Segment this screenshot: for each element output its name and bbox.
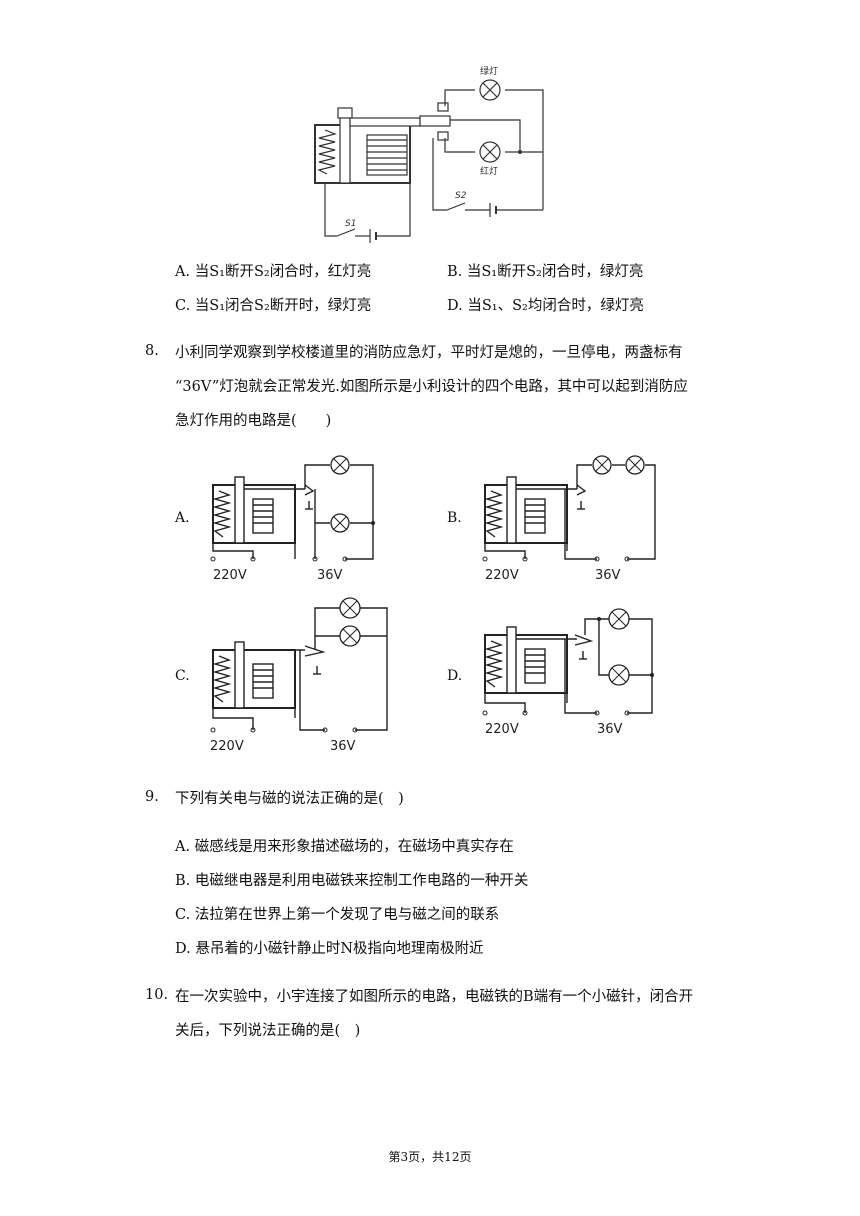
q8-option-d-letter: D. xyxy=(447,668,463,684)
q8-stem-line-2: “36V”灯泡就会正常发光.如图所示是小利设计的四个电路，其中可以起到消防应 xyxy=(175,379,688,395)
q7-s2-label: S2 xyxy=(455,191,467,201)
q7-option-c: C. 当S₁闭合S₂断开时，绿灯亮 xyxy=(175,298,372,314)
q8-circuit-d-figure: 220V 36V xyxy=(482,608,654,737)
q8-c-36v-label: 36V xyxy=(330,739,356,754)
q7-s1-label: S1 xyxy=(345,219,356,229)
q9-stem: 下列有关电与磁的说法正确的是( ) xyxy=(175,791,404,807)
q8-option-b-letter: B. xyxy=(447,510,462,526)
q8-a-220v-label: 220V xyxy=(213,568,247,583)
q7-option-a: A. 当S₁断开S₂闭合时，红灯亮 xyxy=(175,264,372,280)
q8-circuit-c-figure: 220V 36V xyxy=(210,597,388,754)
q10-stem-line-2: 关后，下列说法正确的是( ) xyxy=(175,1023,361,1039)
q10-number: 10. xyxy=(145,987,169,1003)
q10-stem-line-1: 在一次实验中，小宇连接了如图所示的电路，电磁铁的B端有一个小磁针，闭合开 xyxy=(175,989,694,1005)
q9-option-d: D. 悬吊着的小磁针静止时N极指向地理南极附近 xyxy=(175,941,484,957)
q8-option-a-letter: A. xyxy=(175,510,190,526)
q7-relay-circuit-figure: 绿灯 红灯 S1 S2 xyxy=(314,65,544,243)
q8-d-36v-label: 36V xyxy=(597,722,623,737)
q8-stem-line-3: 急灯作用的电路是( ) xyxy=(175,413,332,429)
q8-b-36v-label: 36V xyxy=(595,568,621,583)
q8-d-220v-label: 220V xyxy=(485,722,519,737)
q9-option-a: A. 磁感线是用来形象描述磁场的，在磁场中真实存在 xyxy=(175,839,514,855)
q8-c-220v-label: 220V xyxy=(210,739,244,754)
q7-red-label: 红灯 xyxy=(480,165,498,177)
q8-circuit-b-figure: 220V 36V xyxy=(482,455,656,583)
q8-b-220v-label: 220V xyxy=(485,568,519,583)
q8-circuit-a-figure: 220V 36V xyxy=(210,455,375,583)
q9-option-c: C. 法拉第在世界上第一个发现了电与磁之间的联系 xyxy=(175,907,500,923)
q7-green-label: 绿灯 xyxy=(480,65,498,77)
q7-option-b: B. 当S₁断开S₂闭合时，绿灯亮 xyxy=(447,264,644,280)
q8-a-36v-label: 36V xyxy=(317,568,343,583)
q8-stem-line-1: 小利同学观察到学校楼道里的消防应急灯，平时灯是熄的，一旦停电，两盏标有 xyxy=(175,345,683,361)
q9-option-b: B. 电磁继电器是利用电磁铁来控制工作电路的一种开关 xyxy=(175,873,529,889)
page-footer: 第3页，共12页 xyxy=(388,1150,472,1164)
q8-number: 8. xyxy=(145,343,159,359)
q8-option-c-letter: C. xyxy=(175,668,190,684)
q7-option-d: D. 当S₁、S₂均闭合时，绿灯亮 xyxy=(447,298,644,314)
q9-number: 9. xyxy=(145,789,159,805)
